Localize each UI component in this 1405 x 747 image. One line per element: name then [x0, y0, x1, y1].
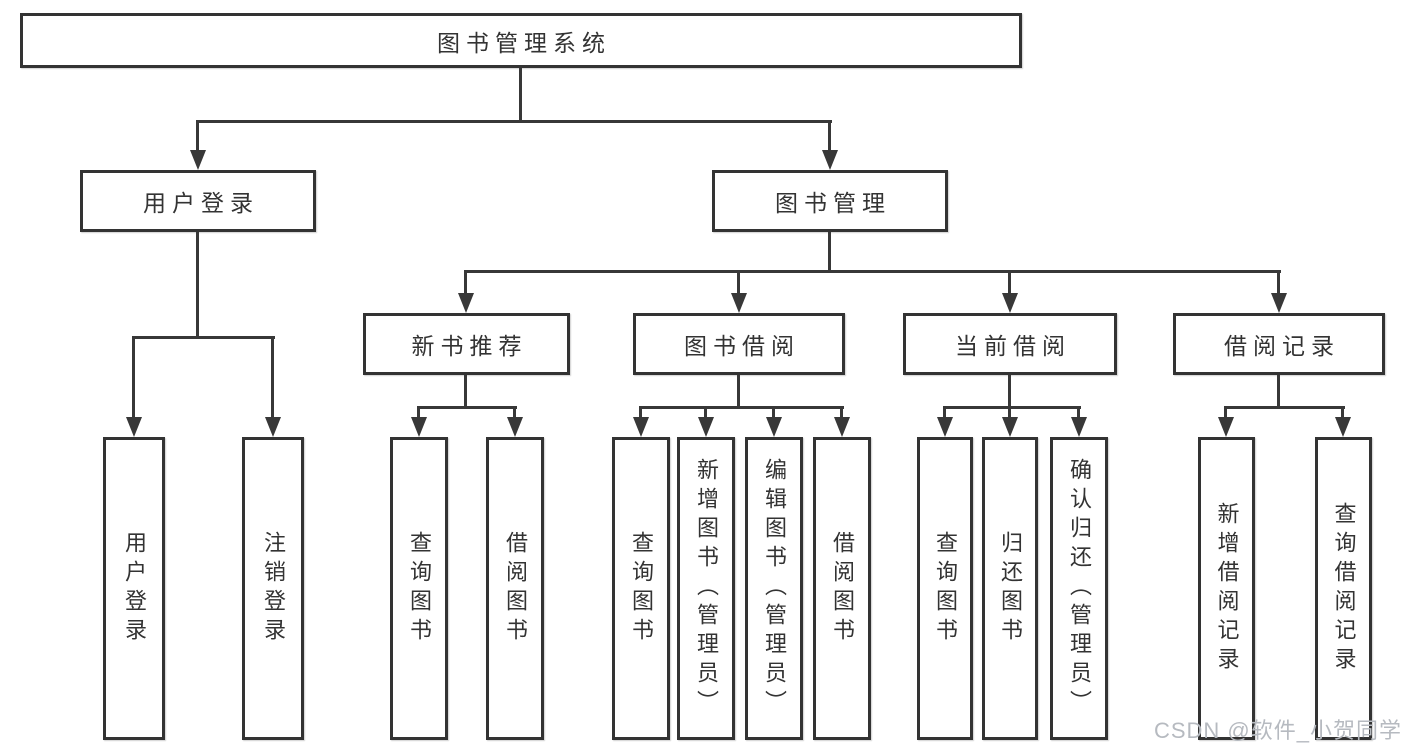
connector-line [1008, 270, 1011, 295]
leaf-confirm-return-admin: 确认归还（管理员） [1050, 437, 1108, 740]
connector-line [196, 232, 199, 338]
arrow-down-icon [633, 417, 649, 437]
node-user-login: 用户登录 [80, 170, 316, 232]
leaf-logout: 注销登录 [242, 437, 304, 740]
arrow-down-icon [1002, 417, 1018, 437]
connector-line [737, 270, 740, 295]
connector-line [464, 270, 1281, 273]
connector-line [828, 232, 831, 272]
node-book-borrowing: 图书借阅 [633, 313, 845, 375]
leaf-edit-books-admin: 编辑图书（管理员） [745, 437, 803, 740]
connector-line [1008, 375, 1011, 408]
arrow-down-icon [1271, 293, 1287, 313]
node-current-borrowing: 当前借阅 [903, 313, 1117, 375]
leaf-query-books-recommend: 查询图书 [390, 437, 448, 740]
connector-line [417, 406, 517, 409]
connector-line [828, 120, 831, 152]
leaf-query-books-borrowing: 查询图书 [612, 437, 670, 740]
connector-line [943, 406, 946, 419]
leaf-add-borrow-record: 新增借阅记录 [1198, 437, 1255, 740]
connector-line [1277, 375, 1280, 408]
connector-line [1224, 406, 1227, 419]
connector-line [513, 406, 516, 419]
arrow-down-icon [698, 417, 714, 437]
csdn-watermark: CSDN @软件_小贺同学 [1153, 718, 1402, 743]
leaf-borrow-books-recommend: 借阅图书 [486, 437, 544, 740]
node-new-book-recommendation: 新书推荐 [363, 313, 570, 375]
connector-line [417, 406, 420, 419]
leaf-return-books: 归还图书 [982, 437, 1038, 740]
connector-line [271, 336, 274, 419]
arrow-down-icon [834, 417, 850, 437]
connector-line [464, 270, 467, 295]
arrow-down-icon [822, 150, 838, 170]
leaf-query-borrow-record: 查询借阅记录 [1315, 437, 1372, 740]
arrow-down-icon [731, 293, 747, 313]
node-book-management: 图书管理 [712, 170, 948, 232]
connector-line [132, 336, 135, 419]
connector-line [704, 406, 707, 419]
connector-line [943, 406, 1081, 409]
connector-line [737, 375, 740, 408]
connector-line [1277, 270, 1280, 295]
leaf-borrow-books: 借阅图书 [813, 437, 871, 740]
connector-line [840, 406, 843, 419]
connector-line [772, 406, 775, 419]
arrow-down-icon [458, 293, 474, 313]
connector-line [1008, 406, 1011, 419]
leaf-user-login: 用户登录 [103, 437, 165, 740]
connector-line [1077, 406, 1080, 419]
connector-line [1224, 406, 1345, 409]
connector-line [196, 120, 832, 123]
connector-line [464, 375, 467, 408]
arrow-down-icon [937, 417, 953, 437]
connector-line [639, 406, 642, 419]
node-borrowing-records: 借阅记录 [1173, 313, 1385, 375]
arrow-down-icon [1218, 417, 1234, 437]
arrow-down-icon [766, 417, 782, 437]
arrow-down-icon [1071, 417, 1087, 437]
leaf-query-books-current: 查询图书 [917, 437, 973, 740]
node-root-library-management-system: 图书管理系统 [20, 13, 1022, 68]
connector-line [1341, 406, 1344, 419]
connector-line [519, 68, 522, 122]
arrow-down-icon [411, 417, 427, 437]
connector-line [639, 406, 844, 409]
arrow-down-icon [1335, 417, 1351, 437]
arrow-down-icon [126, 417, 142, 437]
arrow-down-icon [265, 417, 281, 437]
arrow-down-icon [190, 150, 206, 170]
arrow-down-icon [507, 417, 523, 437]
connector-line [132, 336, 275, 339]
connector-line [196, 120, 199, 152]
leaf-add-books-admin: 新增图书（管理员） [677, 437, 735, 740]
arrow-down-icon [1002, 293, 1018, 313]
